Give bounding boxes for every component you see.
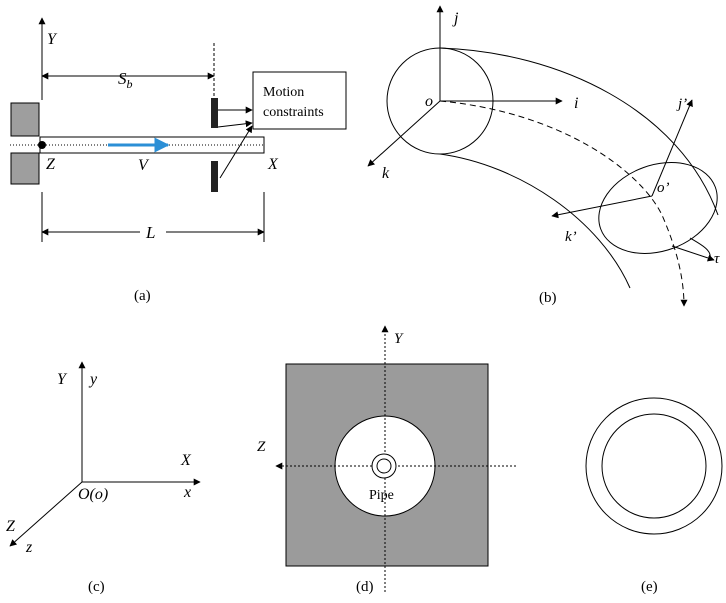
caption-b: (b) bbox=[539, 290, 557, 306]
d-z-label: Z bbox=[257, 439, 266, 455]
motion-box-line-1: Motion bbox=[263, 85, 304, 100]
d-y-label: Y bbox=[394, 331, 404, 347]
lower-constraint-plate bbox=[211, 161, 218, 192]
origin-o-label: o bbox=[425, 93, 433, 110]
i-label: i bbox=[574, 95, 578, 112]
z-axis-label: Z bbox=[46, 156, 56, 173]
upper-constraint-plate bbox=[211, 98, 218, 128]
panel-e: (e) bbox=[585, 397, 723, 595]
panel-d: Y Z Pipe (d) bbox=[257, 325, 516, 595]
constraint-arrow-3 bbox=[219, 125, 253, 179]
end-cross-section bbox=[598, 162, 718, 254]
d-pipe-inner bbox=[376, 458, 392, 474]
j-prime-axis bbox=[651, 99, 693, 197]
caption-c: (c) bbox=[88, 579, 105, 595]
pipe-outer-edge bbox=[439, 47, 719, 216]
motion-box-line-2: constraints bbox=[263, 105, 324, 120]
k-prime-label: k’ bbox=[565, 229, 577, 245]
pipe-centerline-path bbox=[439, 100, 688, 307]
caption-a: (a) bbox=[134, 288, 151, 304]
panel-b: o j i k o’ j’ k’ τ (b) bbox=[367, 5, 720, 307]
k-label: k bbox=[382, 165, 390, 182]
e-inner-circle bbox=[601, 413, 707, 519]
tau-axis bbox=[671, 245, 715, 262]
c-small-z-label: z bbox=[25, 539, 33, 556]
sb-label: Sb bbox=[118, 69, 133, 91]
j-label: j bbox=[452, 10, 459, 27]
j-prime-label: j’ bbox=[676, 96, 687, 112]
l-label: L bbox=[145, 223, 155, 242]
origin-o-prime-label: o’ bbox=[657, 180, 670, 196]
origin-dot bbox=[38, 141, 46, 149]
motion-constraints-box bbox=[252, 71, 347, 130]
c-big-x-label: X bbox=[180, 452, 192, 469]
tau-label: τ bbox=[714, 251, 720, 267]
c-big-z-label: Z bbox=[6, 518, 16, 535]
caption-e: (e) bbox=[641, 579, 658, 595]
x-axis-label: X bbox=[267, 156, 279, 173]
y-axis-label: Y bbox=[47, 31, 58, 48]
upper-support-block bbox=[10, 102, 40, 137]
k-prime-axis bbox=[551, 195, 653, 219]
constraint-arrow-2 bbox=[217, 120, 253, 128]
c-small-y-label: y bbox=[88, 371, 98, 388]
lower-support-block bbox=[10, 152, 40, 185]
l-label-bg bbox=[140, 222, 166, 242]
k-axis bbox=[367, 100, 441, 167]
d-pipe-label: Pipe bbox=[369, 488, 394, 503]
c-origin-label: O(o) bbox=[78, 486, 108, 503]
c-big-y-label: Y bbox=[57, 371, 68, 388]
c-small-x-label: x bbox=[183, 484, 191, 501]
panel-c: Y y X x O(o) Z z (c) bbox=[6, 361, 201, 595]
velocity-label: V bbox=[138, 157, 150, 174]
panel-a: Y Sb Motion constraints Z V X bbox=[10, 17, 347, 304]
pipe-inner-edge bbox=[439, 153, 631, 289]
c-z-axis bbox=[9, 481, 83, 547]
caption-d: (d) bbox=[356, 579, 374, 595]
